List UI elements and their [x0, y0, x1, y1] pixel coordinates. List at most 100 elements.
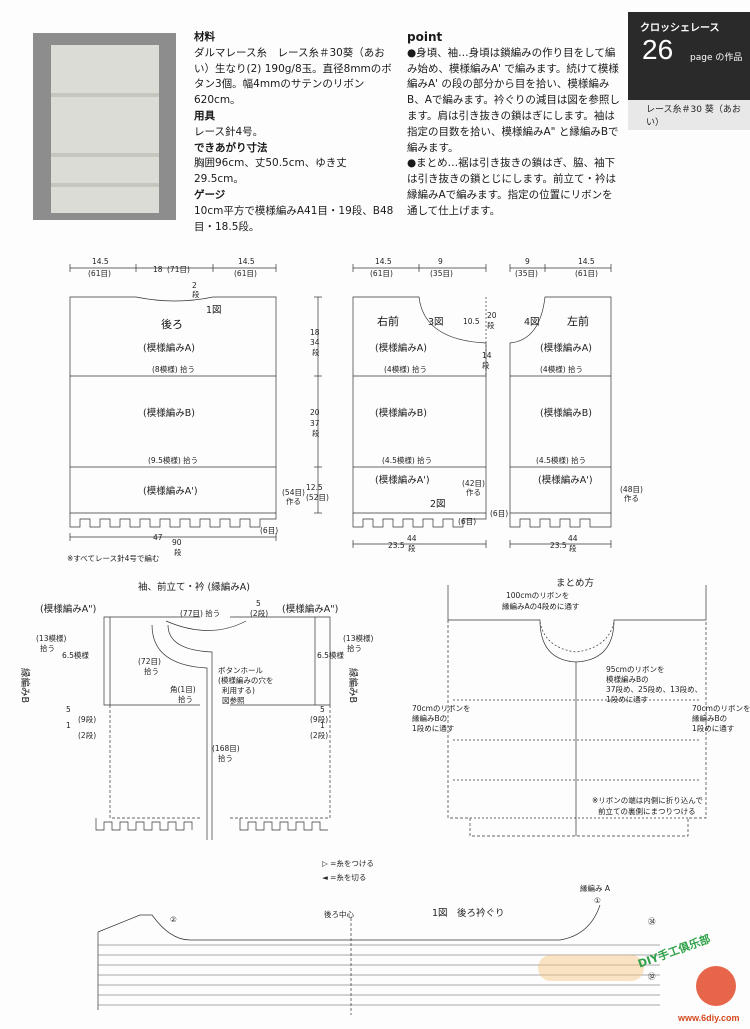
sleeve-s9-r: (9段) [310, 714, 328, 724]
back-w3: 14.5 [238, 257, 255, 266]
back-six: (6目) [260, 526, 278, 535]
sleeve-title: 袖、前立て・衿 (縁編みA) [138, 581, 250, 593]
chart-edge: 縁編み A [580, 883, 611, 893]
right-fig: 3図 [428, 317, 444, 328]
rib70rc: 1段めに通す [692, 723, 734, 733]
sleeve-s5: 5 [66, 705, 71, 714]
back-a-pick: (8模様) 拾う [152, 364, 195, 374]
back-w2: 18 [153, 265, 163, 274]
left-bottom-u: 段 [569, 543, 577, 553]
back-h2s: 37 [310, 419, 320, 428]
left-w2s: (61目) [575, 269, 598, 278]
legend-attach: ▷ =糸をつける [322, 858, 374, 868]
back-h1s: 34 [310, 338, 320, 347]
bh1: ボタンホール [218, 666, 263, 675]
crochet-chart-grid [98, 944, 660, 1006]
p168b: 拾う [218, 753, 233, 763]
size-heading: できあがり寸法 [194, 141, 268, 154]
neck-n5: 5 [256, 599, 261, 608]
p168: (168目) [212, 744, 240, 753]
right-front-outline [352, 296, 487, 514]
neck77: (77目) 拾う [180, 608, 220, 618]
left-a-pick: (4模様) 拾う [540, 364, 583, 374]
chart-r1: ① [594, 896, 601, 905]
back-make2: 作る [286, 496, 301, 506]
chart-r34: ㉞ [648, 917, 656, 926]
badge-yarn: レース糸＃30 葵（あおい） [628, 100, 750, 130]
sleeve-edge-r: 縁編みB [347, 668, 359, 703]
right-fig2: 2図 [430, 499, 446, 510]
rib95c: 37段め、25段め、13段め、 [606, 684, 702, 694]
right-nh2-u: 段 [482, 360, 490, 370]
right-w2: 9 [438, 257, 443, 266]
rib95b: 模様編みBの [606, 674, 649, 684]
sleeve-left-label: (模様編みA") [40, 603, 96, 615]
left-fig: 4図 [524, 317, 540, 328]
left-front-outline [509, 296, 612, 514]
chart-title: 1図 後ろ衿ぐり [432, 907, 505, 919]
sleeve-s2: (2段) [78, 730, 96, 740]
rib70a: 70cmのリボンを [412, 704, 470, 713]
tools-heading: 用具 [194, 109, 215, 122]
back-w2s: (71目) [167, 265, 190, 274]
right-a-pick: (4模様) 拾う [384, 364, 427, 374]
back-scallop [69, 513, 277, 528]
right-nh: 10.5 [463, 317, 480, 326]
left-make2: 作る [624, 493, 639, 503]
finish-body [447, 620, 707, 837]
bh4: 図参照 [222, 695, 245, 705]
materials-heading: 材料 [194, 31, 215, 43]
neck72: (72目) [138, 657, 161, 666]
sleeve-mod-r: 6.5模様 [317, 650, 344, 660]
point-block: point ●身頃、袖…身頃は鎖編みの作り目をして編み始め、模様編みA' で編み… [407, 30, 622, 220]
finish-note2: 前立ての裏側にまつりつける [598, 806, 696, 816]
finish-outline [447, 585, 707, 663]
point-para-2: ●まとめ…裾は引き抜きの鎖はぎ、脇、袖下は引き抜きの鎖とじにします。前立て・衿は… [407, 157, 616, 217]
corner: 角(1目) [170, 684, 196, 694]
back-h2u: 段 [312, 428, 320, 438]
back-ap: (模様編みA') [143, 485, 198, 497]
back-w1s: (61目) [88, 269, 111, 278]
neck-band [165, 620, 247, 631]
sleeve-pick13-r: (13模様) [343, 633, 373, 643]
back-make: (54目) [282, 488, 305, 497]
left-a: (模様編みA) [540, 342, 592, 354]
size-text: 胸囲96cm、丈50.5cm、ゆき丈29.5cm。 [194, 157, 347, 186]
left-w2: 14.5 [578, 257, 595, 266]
right-nh2: 14 [482, 351, 492, 360]
left-six: (6目) [490, 509, 508, 518]
rib70c: 1段めに通す [412, 723, 454, 733]
front-band [151, 624, 213, 840]
left-bottom: 23.5 [550, 541, 567, 550]
right-b-pick: (4.5模様) 拾う [382, 455, 432, 465]
sleeve-pick13-rb: 拾う [347, 643, 362, 653]
back-h1: 18 [310, 328, 320, 337]
right-w1: 14.5 [375, 257, 392, 266]
pattern-band [51, 183, 159, 187]
left-w1: 9 [525, 257, 530, 266]
left-sleeve-body [109, 705, 200, 819]
badge-page-label: page の作品 [690, 53, 743, 63]
left-title: 左前 [567, 314, 589, 328]
left-b-pick: (4.5模様) 拾う [536, 455, 586, 465]
right-bottom: 23.5 [388, 541, 405, 550]
sleeve-s2-r: (2段) [310, 730, 328, 740]
back-a: (模様編みA) [143, 342, 195, 354]
right-nh-s: 20 [487, 311, 497, 320]
sleeve-pick13b: 拾う [40, 643, 55, 653]
left-ap: (模様編みA') [538, 474, 593, 486]
sleeve-s5-r: 5 [320, 705, 325, 714]
tools-text: レース針4号。 [194, 125, 264, 138]
gauge-text: 10cm平方で模様編みA41目・19段、B48目・18.5段。 [194, 204, 394, 233]
neck72p: 拾う [144, 666, 159, 676]
pattern-band [51, 93, 159, 97]
watermark-shape [538, 955, 644, 981]
back-w1: 14.5 [92, 257, 109, 266]
neck-n2: (2段) [250, 608, 268, 618]
back-neck-unit: 段 [192, 289, 200, 299]
left-b: (模様編みB) [540, 407, 592, 419]
right-make: (42目) [462, 479, 485, 488]
sleeve-pick13: (13模様) [36, 633, 66, 643]
left-make: (48目) [620, 485, 643, 494]
